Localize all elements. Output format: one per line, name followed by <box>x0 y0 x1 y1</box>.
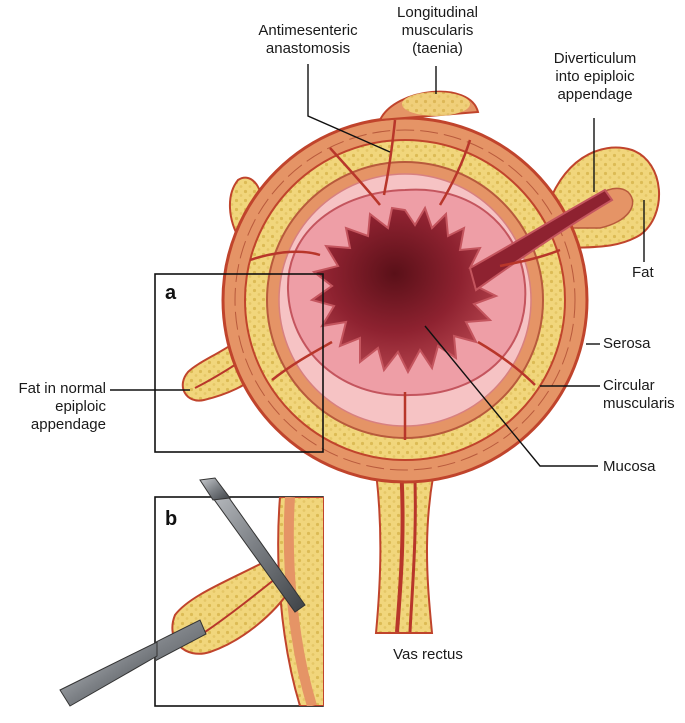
panel-b <box>59 477 324 707</box>
label-vas-rectus: Vas rectus <box>393 646 463 663</box>
label-fat-normal-epiploic: Fat in normal epiploic appendage <box>18 380 106 433</box>
leader-lines <box>110 64 645 467</box>
label-circular-muscularis: Circular muscularis <box>603 377 675 412</box>
label-longitudinal-muscularis: Longitudinal muscularis (taenia) <box>397 4 478 57</box>
forceps-upper <box>211 497 306 613</box>
label-serosa: Serosa <box>603 335 651 352</box>
label-mucosa: Mucosa <box>603 458 656 475</box>
label-antimesenteric-anastomosis: Antimesenteric anastomosis <box>258 22 358 57</box>
label-diverticulum: Diverticulum into epiploic appendage <box>553 50 637 103</box>
vas-rectus-stalk <box>370 444 442 634</box>
label-fat: Fat <box>632 264 654 281</box>
colon-wall <box>221 90 614 484</box>
panel-a-box <box>154 273 324 453</box>
forceps-lower <box>156 619 207 662</box>
vessels <box>249 119 561 440</box>
panel-b-label: b <box>165 508 178 530</box>
lumen <box>309 205 499 375</box>
panel-a-label: a <box>165 282 177 304</box>
